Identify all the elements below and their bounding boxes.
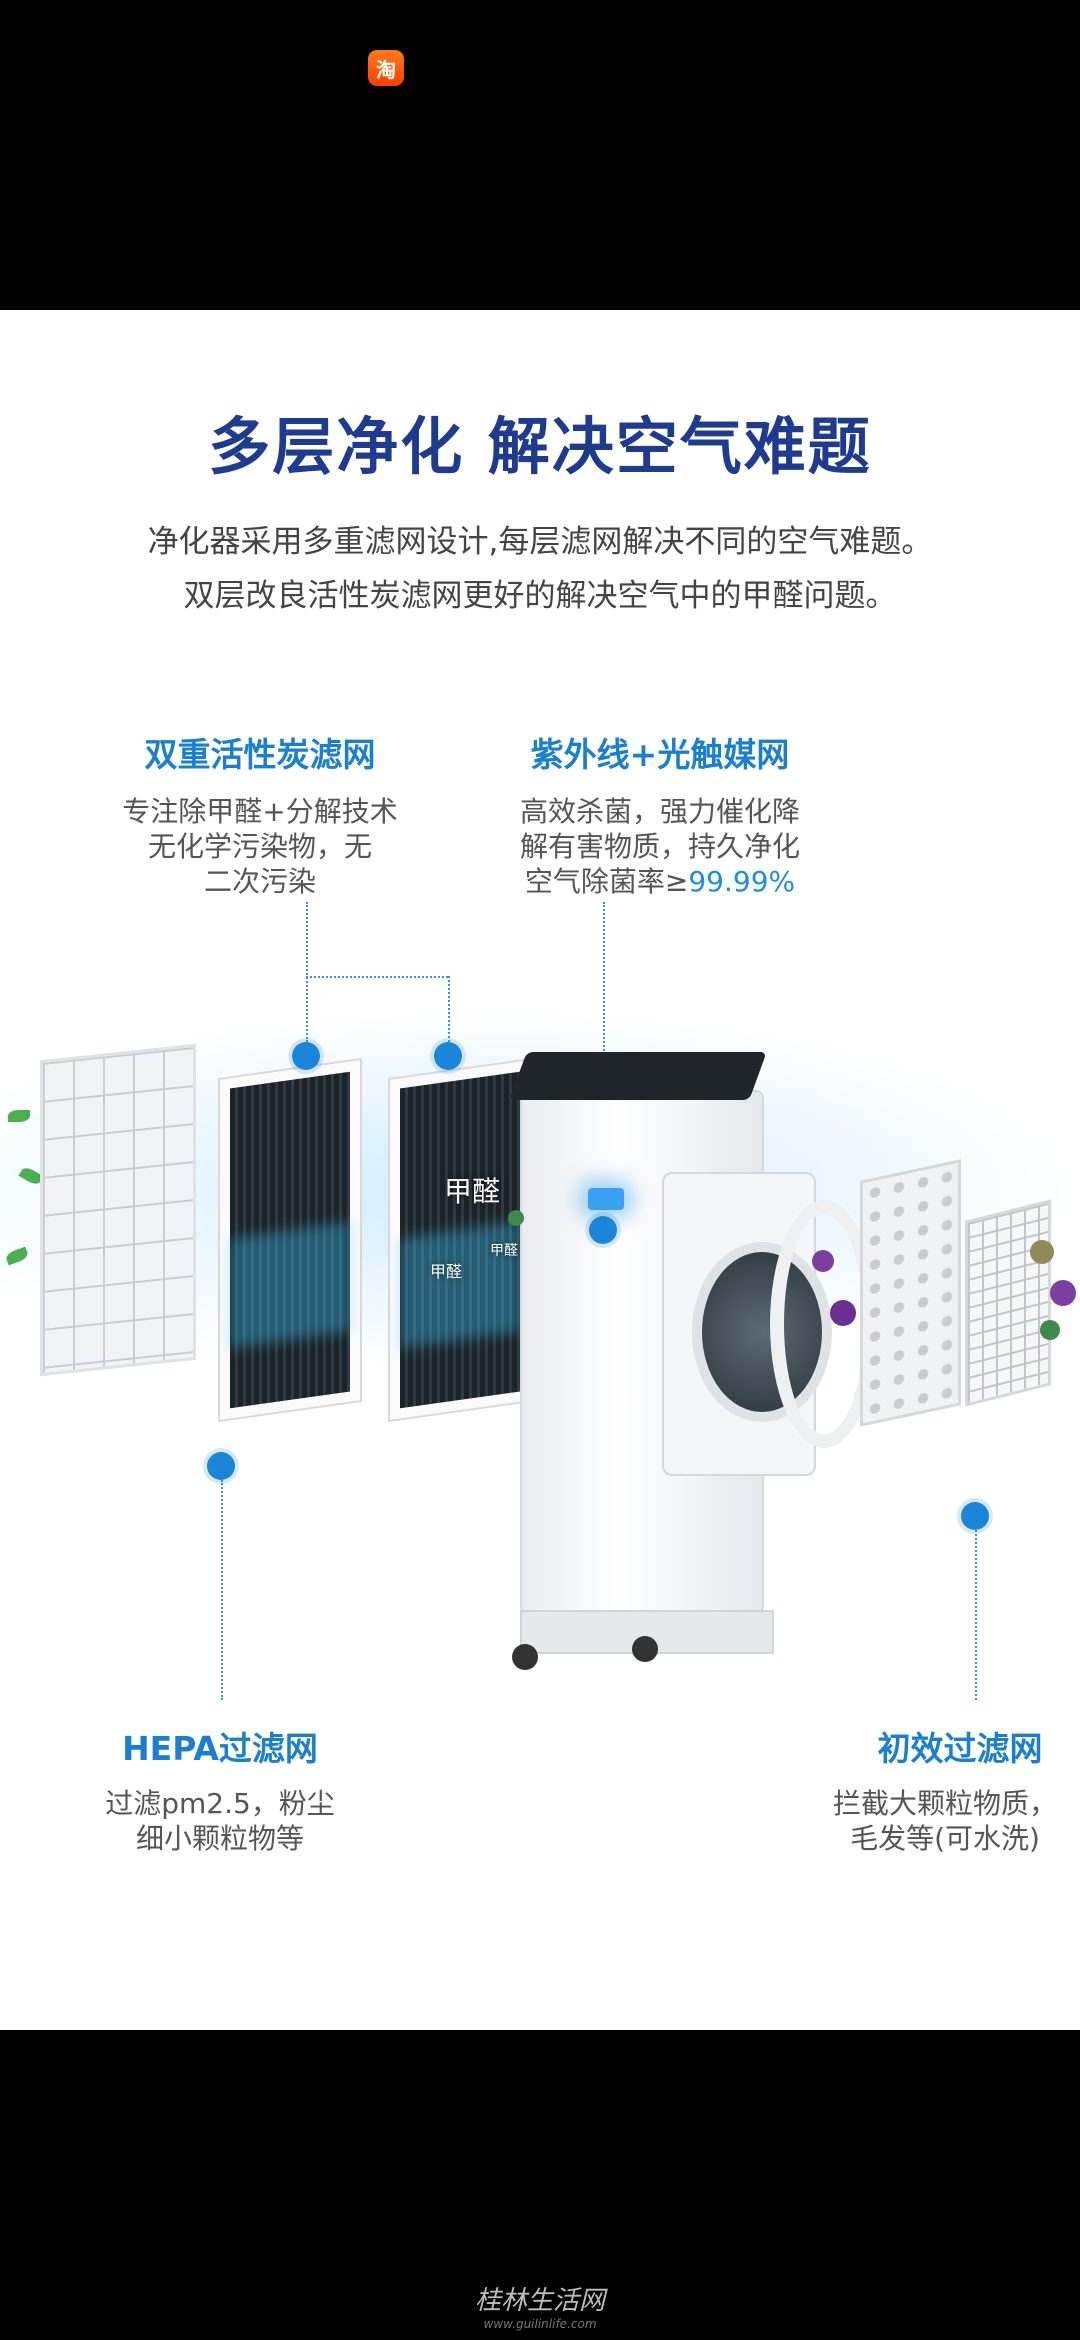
- front-grille-panel: [860, 1159, 961, 1427]
- uv-desc-prefix: 空气除菌率≥: [524, 865, 689, 898]
- prefilter-connector-line: [975, 1530, 977, 1700]
- hepa-desc-line: 细小颗粒物等: [135, 1822, 304, 1855]
- germ-icon: [830, 1300, 856, 1326]
- watermark: 桂林生活网 www.guilinlife.com: [0, 2280, 1080, 2331]
- product-image: 多层净化 解决空气难题 净化器采用多重滤网设计,每层滤网解决不同的空气难题。 双…: [0, 310, 1080, 2030]
- hepa-filter-title: HEPA过滤网: [122, 1729, 318, 1768]
- formaldehyde-tag: 甲醛: [490, 1243, 518, 1259]
- sterilization-rate: 99.99%: [688, 865, 796, 898]
- dust-particle-icon: [1030, 1240, 1054, 1264]
- hepa-connector-line: [221, 1480, 223, 1700]
- subtitle-line-1: 净化器采用多重滤网设计,每层滤网解决不同的空气难题。: [147, 524, 933, 560]
- primary-filter-panel: [965, 1199, 1051, 1407]
- uv-desc-line: 高效杀菌，强力催化降: [519, 795, 800, 828]
- pre-filter-grid-panel: [40, 1043, 196, 1377]
- carbon-desc-line: 二次污染: [203, 865, 316, 898]
- prefilter-desc-line: 毛发等(可水洗): [850, 1822, 1040, 1855]
- top-black-bar: 淘: [0, 0, 1080, 310]
- formaldehyde-tag: 甲醛: [430, 1262, 463, 1281]
- hepa-filter-desc: 过滤pm2.5，粉尘 细小颗粒物等: [80, 1786, 360, 1856]
- uv-filter-desc: 高效杀菌，强力催化降 解有害物质，持久净化 空气除菌率≥99.99%: [490, 794, 830, 899]
- page-title: 多层净化 解决空气难题: [208, 410, 872, 483]
- bottom-black-bar: 桂林生活网 www.guilinlife.com: [0, 2030, 1080, 2340]
- germ-icon: [1040, 1320, 1060, 1340]
- uv-marker[interactable]: [589, 1216, 617, 1244]
- hepa-desc-line: 过滤pm2.5，粉尘: [105, 1787, 335, 1820]
- wheel-icon: [512, 1644, 538, 1670]
- carbon-filter-title: 双重活性炭滤网: [144, 735, 376, 774]
- germ-icon: [508, 1210, 524, 1226]
- carbon-connector-bridge: [306, 976, 448, 978]
- uv-desc-line-3: 空气除菌率≥99.99%: [490, 864, 830, 899]
- carbon-filter-marker-2[interactable]: [434, 1042, 462, 1070]
- taobao-app-icon[interactable]: 淘: [368, 50, 404, 86]
- pre-filter-marker[interactable]: [961, 1502, 989, 1530]
- germ-icon: [812, 1250, 834, 1272]
- carbon-filter-desc: 专注除甲醛+分解技术 无化学污染物，无 二次污染: [100, 794, 420, 899]
- hepa-marker[interactable]: [207, 1452, 235, 1480]
- hepa-filter-panel: [220, 1060, 360, 1420]
- air-purifier-body: [509, 1052, 832, 1614]
- uv-lamp-icon: [588, 1188, 624, 1210]
- prefilter-desc-line: 拦截大颗粒物质，: [832, 1787, 1057, 1820]
- germ-icon: [1050, 1280, 1076, 1306]
- subtitle-line-2: 双层改良活性炭滤网更好的解决空气中的甲醛问题。: [183, 578, 897, 614]
- purifier-top-panel: [509, 1052, 767, 1100]
- pre-filter-title: 初效过滤网: [877, 1729, 1043, 1768]
- pre-filter-desc: 拦截大颗粒物质， 毛发等(可水洗): [820, 1786, 1070, 1856]
- uv-connector-line: [603, 902, 605, 1098]
- carbon-connector-line: [306, 902, 308, 1042]
- uv-filter-title: 紫外线+光触媒网: [530, 735, 790, 774]
- carbon-connector-line: [448, 976, 450, 1042]
- wheel-icon: [632, 1636, 658, 1662]
- carbon-desc-line: 无化学污染物，无: [147, 830, 372, 863]
- leaf-icon: [8, 1110, 30, 1122]
- uv-desc-line: 解有害物质，持久净化: [519, 830, 800, 863]
- watermark-url: www.guilinlife.com: [483, 2317, 597, 2331]
- carbon-filter-marker[interactable]: [292, 1042, 320, 1070]
- watermark-text: 桂林生活网: [474, 2286, 605, 2316]
- carbon-desc-line: 专注除甲醛+分解技术: [122, 795, 398, 828]
- formaldehyde-tag: 甲醛: [444, 1175, 501, 1208]
